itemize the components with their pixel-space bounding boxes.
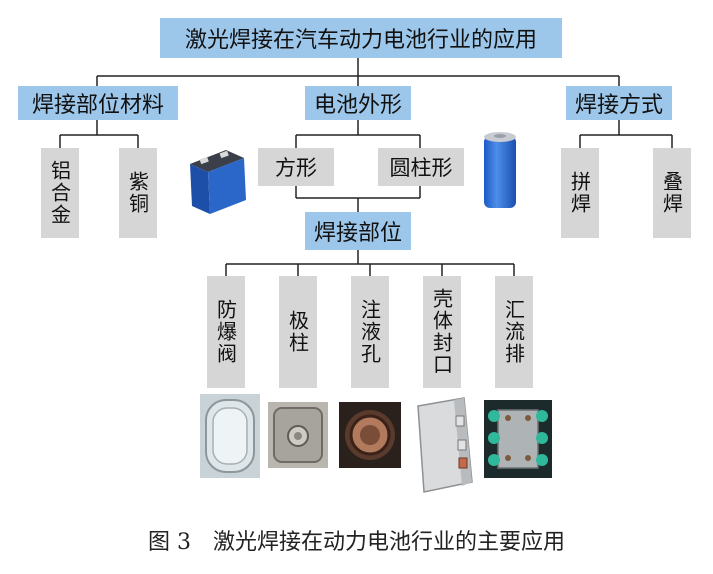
method-box: 焊接方式 (566, 86, 672, 120)
terminal-pole-photo (268, 402, 328, 468)
position-item: 防爆阀 (207, 276, 245, 388)
material-item: 紫铜 (119, 148, 157, 238)
material-item: 铝合金 (41, 148, 79, 238)
method-item: 叠焊 (653, 148, 691, 238)
shape-label: 电池外形 (313, 93, 402, 118)
position-item: 极柱 (279, 276, 317, 388)
position-item: 壳体封口 (423, 276, 461, 388)
shape-item-label: 方形 (275, 156, 317, 180)
prismatic-battery-image (190, 150, 246, 214)
cylindrical-battery-image (484, 132, 516, 208)
material-item-label: 紫铜 (125, 171, 150, 215)
position-label: 焊接部位 (313, 221, 402, 246)
method-label: 焊接方式 (574, 93, 663, 118)
method-item-label: 叠焊 (659, 171, 684, 215)
position-item: 注液孔 (351, 276, 389, 388)
position-item-label: 壳体封口 (429, 288, 454, 376)
fill-hole-photo (339, 402, 401, 468)
explosion-vent-photo (200, 394, 260, 478)
shape-item-label: 圆柱形 (389, 156, 453, 180)
position-item-label: 极柱 (285, 310, 310, 354)
method-item-label: 拼焊 (567, 171, 592, 215)
position-item-label: 汇流排 (501, 299, 526, 365)
busbar-photo (484, 400, 552, 478)
shape-item-cylinder: 圆柱形 (378, 148, 464, 186)
shell-seal-photo (417, 397, 473, 493)
method-item: 拼焊 (561, 148, 599, 238)
materials-box: 焊接部位材料 (18, 86, 178, 120)
material-item-label: 铝合金 (47, 160, 72, 226)
root-box: 激光焊接在汽车动力电池行业的应用 (160, 18, 562, 58)
figure-caption: 图 3 激光焊接在动力电池行业的主要应用 (148, 530, 565, 555)
shape-item-square: 方形 (258, 148, 334, 186)
root-label: 激光焊接在汽车动力电池行业的应用 (184, 28, 537, 53)
position-item-label: 注液孔 (357, 299, 382, 365)
materials-label: 焊接部位材料 (31, 93, 164, 118)
position-box: 焊接部位 (305, 212, 411, 250)
position-item: 汇流排 (495, 276, 533, 388)
shape-box: 电池外形 (305, 86, 411, 120)
position-item-label: 防爆阀 (213, 299, 238, 365)
